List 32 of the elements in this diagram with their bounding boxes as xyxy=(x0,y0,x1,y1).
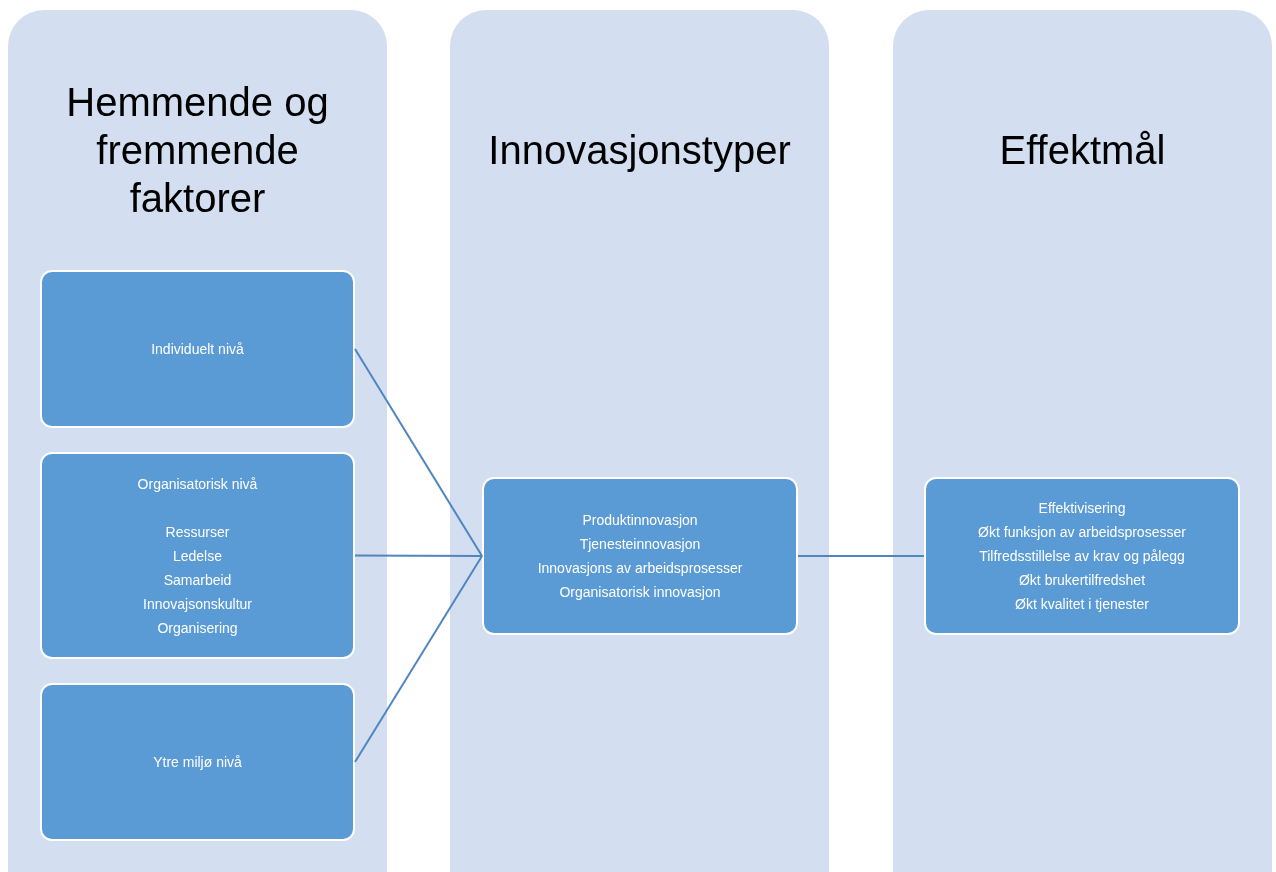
box-text: Samarbeid xyxy=(163,570,232,590)
column-panel xyxy=(450,10,829,872)
connector-line xyxy=(797,555,925,557)
column-panel xyxy=(893,10,1272,872)
box-heading: Organisatorisk nivå xyxy=(137,474,258,494)
process-box xyxy=(40,452,355,659)
box-text: Økt brukertilfredshet xyxy=(1018,571,1146,590)
box-text: Innovajsonskultur xyxy=(143,594,252,614)
connector-line xyxy=(354,348,483,557)
box-text: Ytre miljø nivå xyxy=(153,753,242,772)
column-heading: Effektmål xyxy=(999,127,1166,174)
column-heading: Hemmende og fremmende faktorer xyxy=(65,79,330,222)
process-box xyxy=(482,477,798,635)
connector-line xyxy=(354,554,483,557)
box-text: Økt funksjon av arbeidsprosesser xyxy=(978,523,1186,542)
box-text: Organisering xyxy=(157,618,238,638)
box-text: Tilfredsstillelse av krav og pålegg xyxy=(979,547,1185,566)
process-box xyxy=(40,270,355,428)
column-heading: Innovasjonstyper xyxy=(488,127,791,174)
box-text: Effektivisering xyxy=(1038,499,1126,518)
column-panel xyxy=(8,10,387,872)
process-box xyxy=(40,683,355,841)
box-text: Organisatorisk innovasjon xyxy=(559,583,721,602)
box-text: Økt kvalitet i tjenester xyxy=(1015,595,1149,614)
box-text: Produktinnovasjon xyxy=(582,511,698,530)
box-text: Individuelt nivå xyxy=(151,340,244,359)
box-text: Tjenesteinnovasjon xyxy=(579,535,701,554)
box-text: Ledelse xyxy=(172,546,222,566)
box-text: Innovasjons av arbeidsprosesser xyxy=(537,559,743,578)
connector-line xyxy=(354,555,483,763)
box-text: Ressurser xyxy=(165,522,230,542)
process-box xyxy=(924,477,1240,635)
